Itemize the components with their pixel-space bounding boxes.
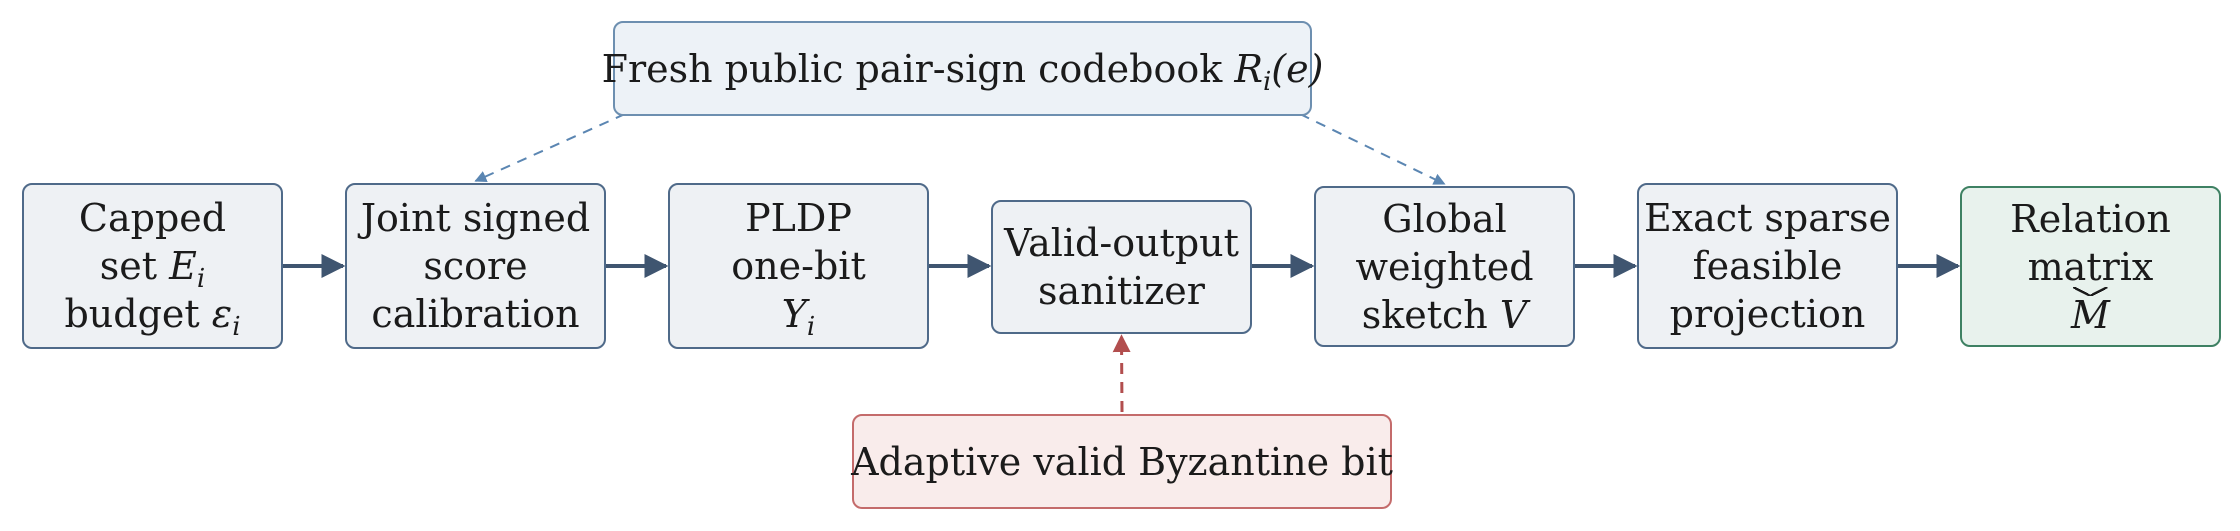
codebook-label: Fresh public pair-sign codebook Ri(e) [601, 46, 1324, 97]
node-line: Exact sparse [1643, 196, 1892, 240]
node-line: feasible [1692, 244, 1843, 288]
capped-set-node: Capped set Ei budget εi [22, 183, 283, 349]
node-line: projection [1669, 292, 1866, 336]
weighted-sketch-node: Global weighted sketch V [1314, 186, 1575, 347]
arrow-codebook-to-n2 [474, 113, 626, 183]
node-line: Global [1382, 196, 1507, 241]
node-line: score [423, 244, 528, 288]
byzantine-label: Adaptive valid Byzantine bit [851, 439, 1393, 484]
node-line: set Ei [99, 244, 206, 294]
node-line: sanitizer [1038, 269, 1205, 313]
node-line: one-bit [731, 244, 866, 288]
sanitizer-node: Valid-output sanitizer [991, 200, 1252, 334]
arrow-codebook-to-n5 [1299, 113, 1446, 185]
node-line: weighted [1355, 244, 1534, 289]
node-line: Valid-output [1004, 221, 1239, 265]
byzantine-bit-node: Adaptive valid Byzantine bit [851, 414, 1393, 509]
node-line: calibration [371, 292, 580, 336]
node-line: PLDP [745, 196, 852, 240]
sparse-projection-node: Exact sparse feasible projection [1637, 183, 1898, 349]
node-line: budget εi [64, 292, 241, 342]
codebook-node: Fresh public pair-sign codebook Ri(e) [602, 21, 1323, 116]
score-calibration-node: Joint signed score calibration [345, 183, 606, 349]
node-line: Yi [781, 292, 816, 342]
node-line: Joint signed [360, 196, 591, 240]
arrow-byz-to-n4 [1112, 334, 1131, 413]
node-line: sketch V [1361, 292, 1528, 337]
pldp-one-bit-node: PLDP one-bit Yi [668, 183, 929, 349]
node-line: Capped [78, 196, 227, 240]
relation-matrix-node: Relation matrix M [1960, 186, 2221, 347]
node-line: matrix [2027, 244, 2154, 289]
node-line: Relation [2010, 196, 2171, 241]
node-line: M [2071, 286, 2110, 337]
